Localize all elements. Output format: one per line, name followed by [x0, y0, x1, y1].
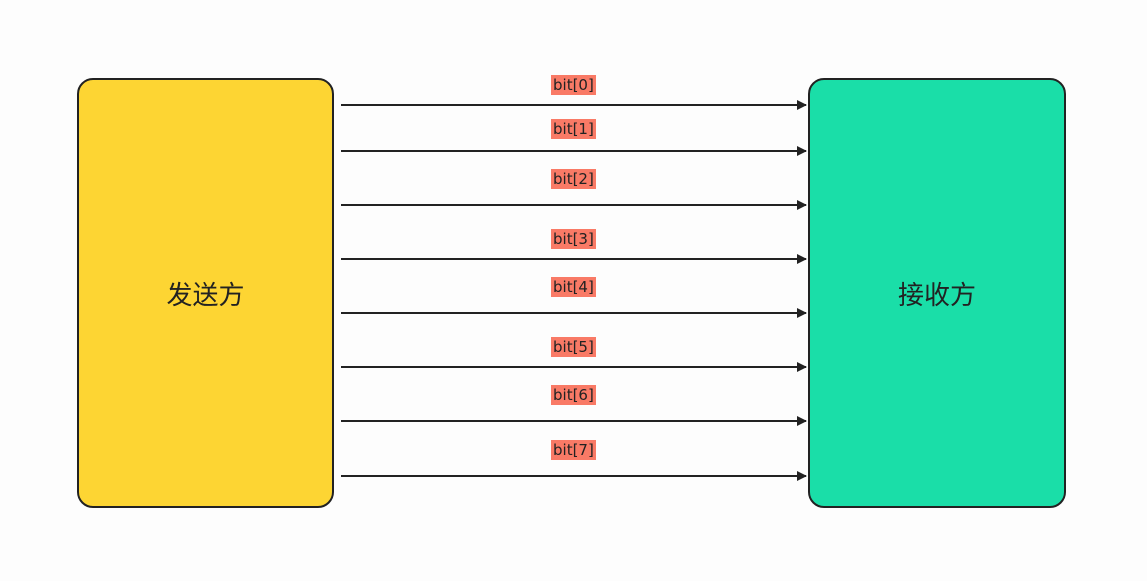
bit-label: bit[3] — [551, 229, 596, 249]
bit-label: bit[5] — [551, 337, 596, 357]
bit-label: bit[6] — [551, 385, 596, 405]
sender-box: 发送方 — [77, 78, 334, 508]
bit-label: bit[7] — [551, 440, 596, 460]
receiver-label: 接收方 — [897, 280, 976, 311]
sender-label: 发送方 — [166, 280, 245, 311]
receiver-box: 接收方 — [808, 78, 1066, 508]
bit-label: bit[0] — [551, 75, 596, 95]
bit-label: bit[1] — [551, 119, 596, 139]
bit-label: bit[4] — [551, 277, 596, 297]
bit-label: bit[2] — [551, 169, 596, 189]
